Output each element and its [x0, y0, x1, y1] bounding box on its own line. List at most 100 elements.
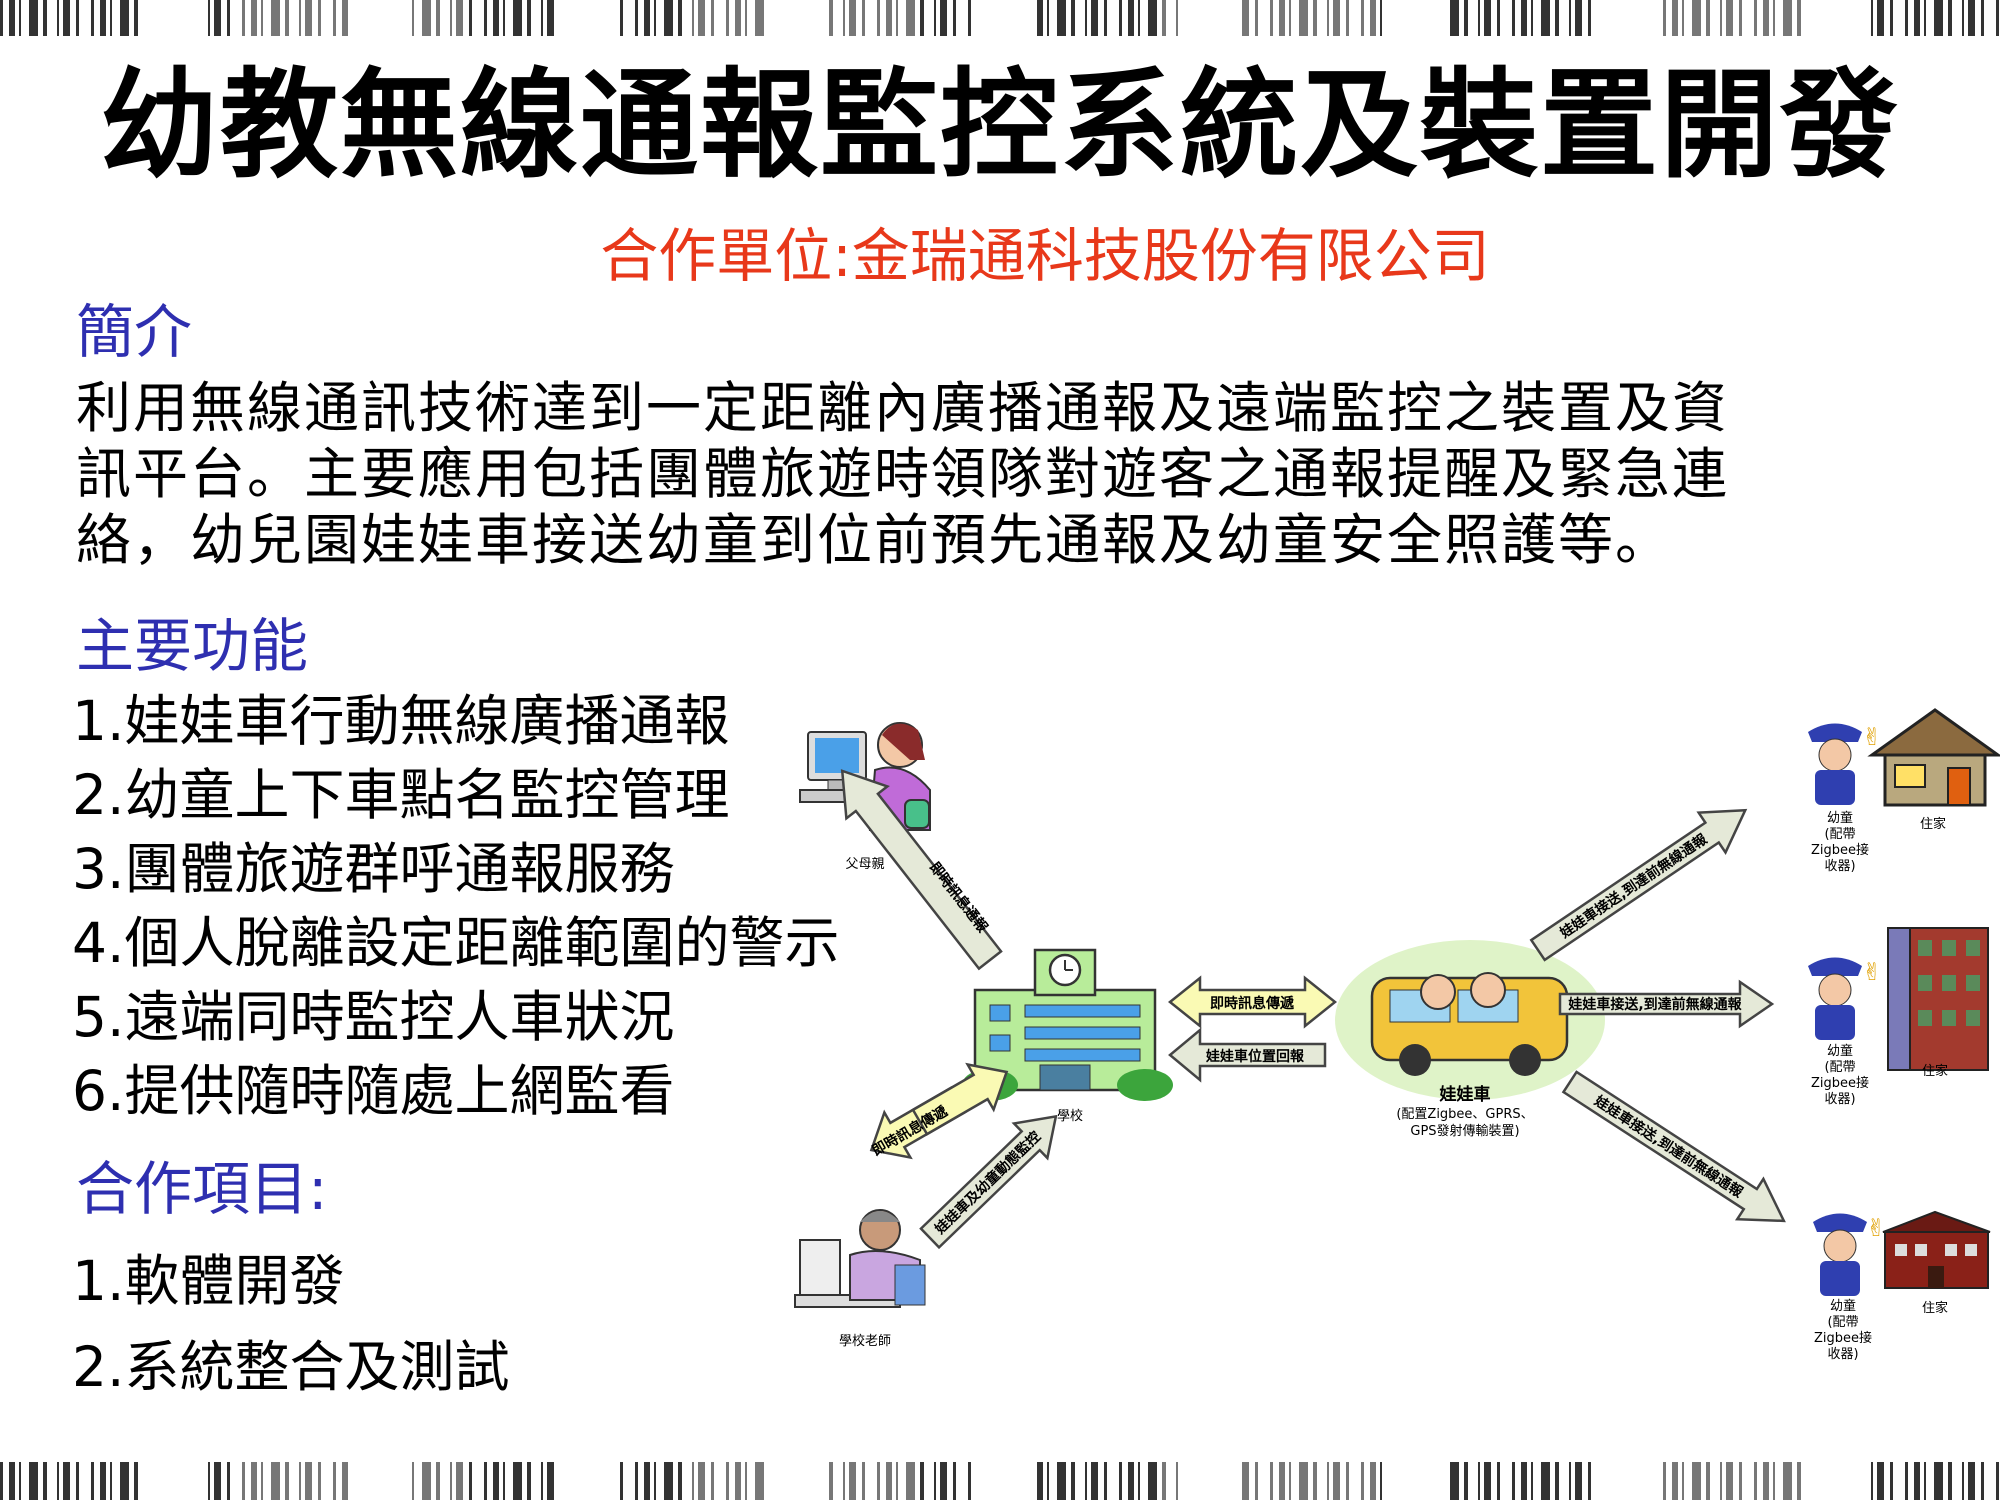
decor-bar	[1934, 0, 1943, 36]
decor-bar	[620, 1462, 623, 1500]
decor-bar	[886, 1462, 892, 1500]
decor-bar	[1104, 1462, 1107, 1500]
decor-bar	[1497, 0, 1500, 36]
decor-bar	[547, 1462, 554, 1500]
decor-bar	[242, 1462, 245, 1500]
decor-bar	[920, 0, 924, 36]
decor-bar	[1497, 1462, 1500, 1500]
decor-bar	[745, 0, 747, 36]
decor-bar	[484, 0, 487, 36]
decor-bar	[1531, 1462, 1533, 1500]
decor-bar	[1346, 0, 1349, 36]
decor-bar	[654, 0, 656, 36]
decor-bar	[541, 1462, 543, 1500]
decor-bar	[1450, 1462, 1459, 1500]
decor-bar	[1797, 0, 1801, 36]
decor-bar	[1773, 0, 1775, 36]
decor-bar	[1968, 0, 1975, 36]
home-group-1: ✌ 幼童 (配帶 Zigbee接 收器) 住家	[1808, 708, 2000, 874]
decor-bar	[1128, 0, 1134, 36]
home-label: 住家	[1922, 1300, 1948, 1316]
decor-bar	[76, 0, 79, 36]
decor-bar	[484, 1462, 487, 1500]
decor-bar	[333, 0, 336, 36]
decor-bar	[19, 1462, 21, 1500]
child-sub1: (配帶	[1824, 827, 1855, 842]
decor-bar	[877, 1462, 880, 1500]
svg-text:✌: ✌	[1862, 958, 1882, 986]
decor-bar	[862, 1462, 865, 1500]
decor-bar	[100, 0, 106, 36]
bus-sub2: GPS發射傳輸裝置)	[1410, 1123, 1519, 1139]
decor-bar	[1270, 0, 1273, 36]
decor-bar	[208, 0, 210, 36]
child-label: 幼童	[1827, 1043, 1853, 1059]
decor-bar	[1663, 1462, 1666, 1500]
decor-bar	[1279, 0, 1285, 36]
school-label: 學校	[1057, 1108, 1083, 1124]
decor-bar	[635, 1462, 638, 1500]
bus-figure: 娃娃車 (配置Zigbee、GPRS、 GPS發射傳輸裝置)	[1335, 940, 1605, 1139]
top-decor-strip	[0, 0, 1999, 36]
decor-bar	[1299, 0, 1308, 36]
decor-bar	[527, 0, 531, 36]
decor-bar	[1962, 0, 1964, 36]
decor-bar	[208, 1462, 210, 1500]
child-label: 幼童	[1827, 810, 1853, 826]
decor-bar	[735, 0, 741, 36]
decor-bar	[843, 1462, 845, 1500]
decor-bar	[829, 1462, 833, 1500]
decor-bar	[968, 1462, 971, 1500]
decor-bar	[698, 1462, 705, 1500]
decor-bar	[1138, 0, 1140, 36]
decor-bar	[1569, 1462, 1571, 1500]
decor-bar	[227, 0, 230, 36]
decor-bar	[1037, 0, 1043, 36]
decor-bar	[1148, 1462, 1157, 1500]
function-item: 3.團體旅遊群呼通報服務	[72, 837, 675, 901]
decor-bar	[436, 0, 440, 36]
decor-bar	[726, 0, 729, 36]
decor-bar	[1871, 0, 1873, 36]
decor-bar	[692, 1462, 694, 1500]
home-icon	[1867, 708, 2000, 807]
decor-bar	[1726, 1462, 1733, 1500]
decor-bar	[678, 1462, 682, 1500]
decor-bar	[9, 0, 15, 36]
decor-bar	[299, 1462, 301, 1500]
decor-bar	[1104, 0, 1107, 36]
decor-bar	[43, 1462, 47, 1500]
svg-text:✌: ✌	[1862, 723, 1882, 751]
decor-bar	[1706, 0, 1710, 36]
arrow-position-label: 娃娃車位置回報	[1205, 1048, 1305, 1065]
decor-bar	[57, 1462, 59, 1500]
decor-bar	[1512, 1462, 1515, 1500]
decor-bar	[1569, 0, 1571, 36]
decor-bar	[1541, 1462, 1550, 1500]
intro-line: 絡，幼兒園娃娃車接送幼童到位前預先通報及幼童安全照護等。	[76, 508, 1673, 572]
decor-bar	[0, 1462, 3, 1500]
decor-bar	[342, 0, 348, 36]
decor-bar	[940, 1462, 947, 1500]
decor-bar	[63, 0, 70, 36]
decor-bar	[1682, 0, 1684, 36]
decor-bar	[1057, 0, 1066, 36]
decor-bar	[1242, 1462, 1249, 1500]
decor-bar	[1948, 1462, 1952, 1500]
functions-list: 1.娃娃車行動無線廣播通報 2.幼童上下車點名監控管理 3.團體旅遊群呼通報服務…	[72, 684, 839, 1128]
decor-bar	[1370, 0, 1376, 36]
parents-figure: 父母親	[799, 722, 931, 872]
function-item: 5.遠端同時監控人車狀況	[72, 985, 675, 1049]
decor-bar	[1333, 0, 1340, 36]
decor-bar	[1672, 0, 1678, 36]
decor-bar	[1948, 0, 1952, 36]
decor-bar	[1890, 1462, 1893, 1500]
decor-bar	[456, 0, 463, 36]
decor-bar	[1361, 0, 1364, 36]
decor-bar	[1996, 0, 1999, 36]
decor-bar	[261, 0, 263, 36]
decor-bar	[469, 0, 472, 36]
decor-bar	[1797, 1462, 1801, 1500]
decor-bar	[1091, 0, 1098, 36]
